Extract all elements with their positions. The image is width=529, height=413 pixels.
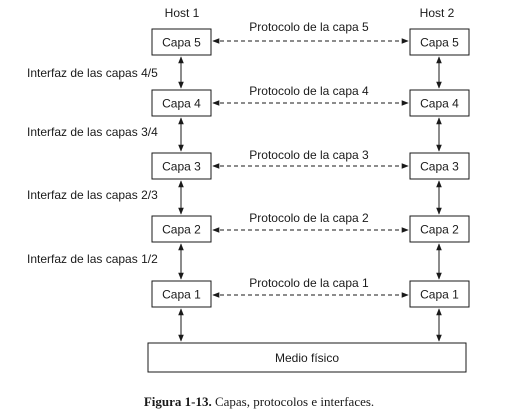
host1-layer1-box [151,280,212,308]
host1-layer3-box [151,152,212,180]
host1-layer4-box [151,89,212,117]
host2-layer5-label: Capa 5 [420,36,459,50]
figure-caption-label: Figura 1-13. [144,394,212,409]
host1-layer2-box [151,215,212,243]
host2-layer3-label: Capa 3 [420,160,459,174]
physical-medium-label: Medio físico [275,351,339,365]
interface-12-label: Interfaz de las capas 1/2 [27,252,158,266]
host2-layer2-box [409,215,470,243]
figure-caption-text: Capas, protocolos e interfaces. [215,394,374,409]
host2-layer5-box [409,28,470,56]
interface-23-label: Interfaz de las capas 2/3 [27,188,158,202]
physical-medium-box [147,342,467,373]
host2-layer4-label: Capa 4 [420,97,459,111]
figure-caption: Figura 1-13. Capas, protocolos e interfa… [144,394,374,409]
host2-layer3-box [409,152,470,180]
host2-layer4-box [409,89,470,117]
host2-layer2-label: Capa 2 [420,223,459,237]
interface-45-label: Interfaz de las capas 4/5 [27,66,158,80]
host1-layer2-label: Capa 2 [162,223,201,237]
host1-layer4-label: Capa 4 [162,97,201,111]
host2-header: Host 2 [420,6,455,20]
host2-layer1-label: Capa 1 [420,288,459,302]
protocol-layer1-label: Protocolo de la capa 1 [249,276,369,290]
host1-layer5-label: Capa 5 [162,36,201,50]
host1-layer5-box [151,28,212,56]
host1-header: Host 1 [165,6,200,20]
interface-34-label: Interfaz de las capas 3/4 [27,125,158,139]
protocol-layer5-label: Protocolo de la capa 5 [249,20,369,34]
host1-layer1-label: Capa 1 [162,288,201,302]
protocol-layer4-label: Protocolo de la capa 4 [249,84,369,98]
host1-layer3-label: Capa 3 [162,160,201,174]
protocol-layer3-label: Protocolo de la capa 3 [249,148,369,162]
protocol-layer2-label: Protocolo de la capa 2 [249,211,369,225]
host2-layer1-box [409,280,470,308]
